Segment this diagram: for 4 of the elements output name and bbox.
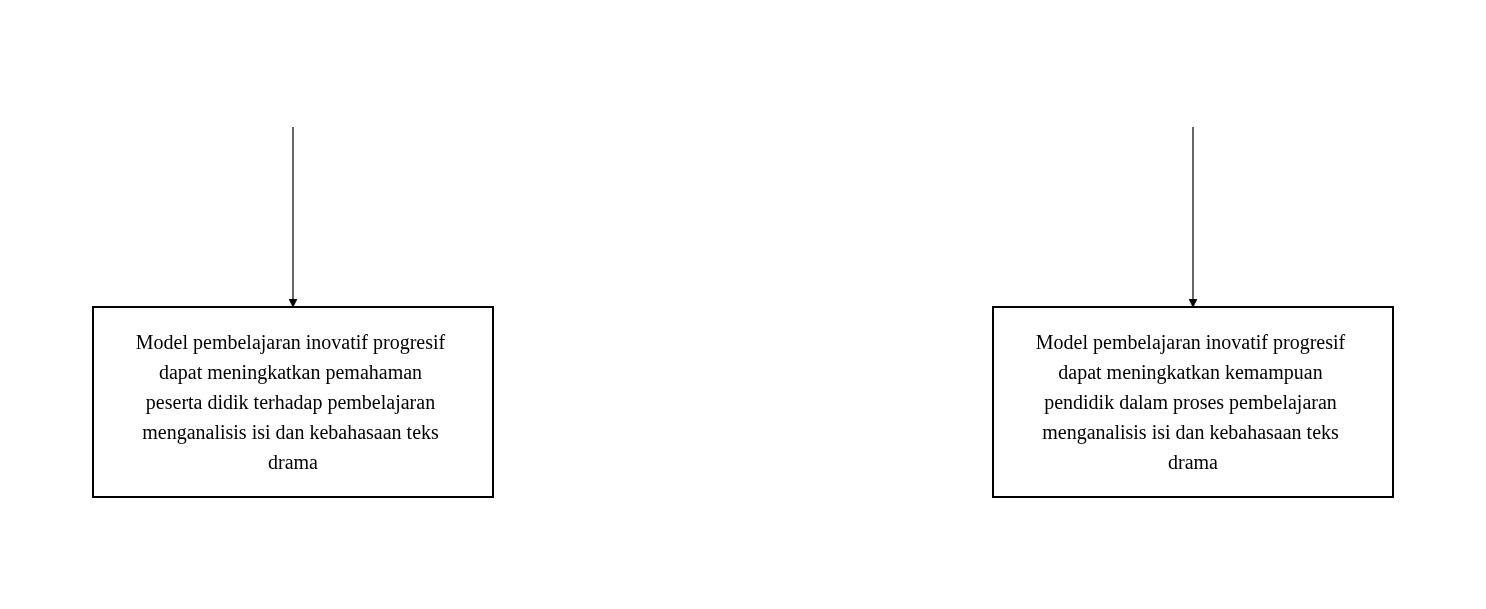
arrow (1188, 125, 1198, 307)
arrow (288, 125, 298, 307)
node-box: Model pembelajaran inovatif progresif dapat meningkatkan pemahaman peserta didik terhadap pembelajaran menganalisis isi dan kebahasaan teks drama (92, 305, 494, 498)
node-box: Model pembelajaran inovatif progresif dapat meningkatkan kemampuan pendidik dalam proses pembelajaran menganalisis isi dan kebahasaan teks drama (992, 305, 1394, 498)
